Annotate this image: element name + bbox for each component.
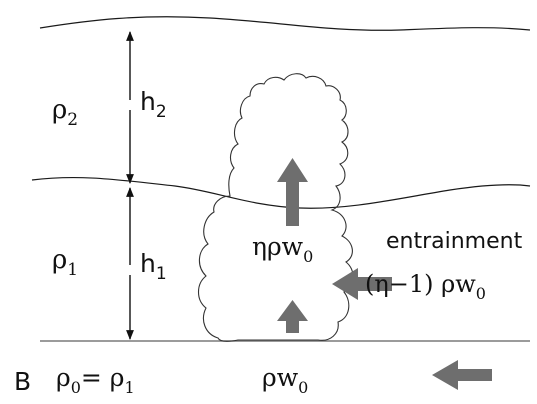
entrainment-label: entrainment [386,229,523,254]
panel-label: B [14,367,31,396]
source-up-arrow [277,300,308,333]
plume-up-arrow [277,158,308,226]
rho1-label: ρ1 [52,245,78,280]
source-flux-label: ρw0 [262,363,308,397]
h1-label: h1 [140,249,167,284]
plume-outline [197,73,354,342]
ground-density-label: ρ0= ρ1 [56,363,135,397]
ambient-inflow-arrow [432,360,492,390]
h2-label: h2 [140,87,167,122]
entrainment-arrow [332,268,392,300]
top-surface-line [39,16,531,31]
entrainment-expression: (η−1) ρw0 [365,270,486,303]
plume-top-flux-label: ηρw0 [252,232,313,266]
layer-interface-line [31,176,531,209]
rho2-label: ρ2 [52,95,78,130]
